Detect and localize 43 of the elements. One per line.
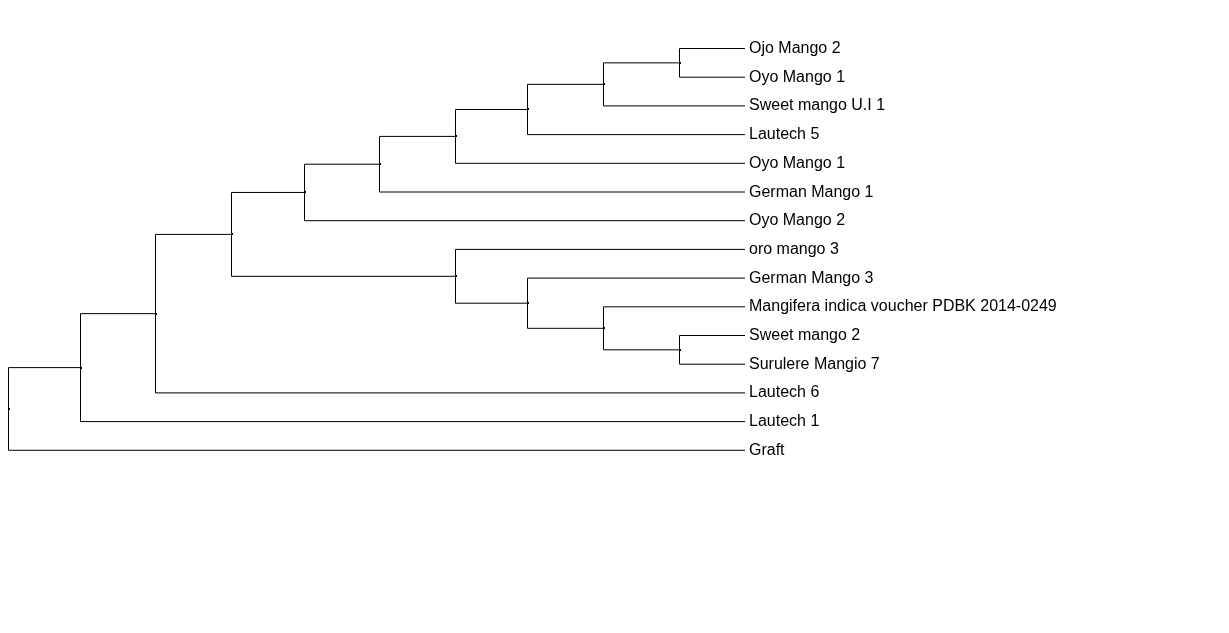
taxon-label: Lautech 1 — [749, 411, 820, 432]
tree-branch — [455, 135, 746, 164]
tree-branch — [455, 248, 746, 277]
tree-branch — [603, 306, 746, 329]
tree-branch — [231, 191, 305, 235]
tree-branch — [231, 233, 456, 277]
tree-branch — [8, 407, 746, 451]
tree-branch — [80, 366, 746, 423]
tree-branch — [155, 233, 232, 314]
taxon-label: German Mango 3 — [749, 267, 874, 288]
tree-branch — [603, 62, 680, 85]
taxon-label: Oyo Mango 1 — [749, 152, 846, 173]
tree-branch — [527, 302, 604, 329]
taxon-label: Oyo Mango 1 — [749, 66, 846, 87]
tree-branch — [8, 367, 81, 409]
taxon-label: Lautech 5 — [749, 124, 820, 145]
taxon-label: Ojo Mango 2 — [749, 38, 841, 58]
tree-branch — [527, 277, 746, 304]
tree-branch — [455, 275, 528, 304]
tree-branch — [155, 312, 746, 394]
tree-branch — [527, 108, 746, 136]
taxon-label: Lautech 6 — [749, 382, 820, 403]
tree-branch — [379, 135, 456, 165]
taxon-label: Sweet mango U.I 1 — [749, 95, 886, 116]
taxon-label: Graft — [749, 439, 785, 460]
tree-branch — [455, 109, 528, 137]
taxon-label: Oyo Mango 2 — [749, 210, 846, 231]
taxon-label: German Mango 1 — [749, 181, 874, 202]
tree-branch — [603, 327, 680, 351]
tree-branch — [679, 348, 746, 365]
tree-branch — [304, 163, 380, 193]
tree-branch — [679, 335, 746, 350]
taxon-label: Mangifera indica voucher PDBK 2014-0249 — [749, 296, 1057, 317]
tree-branch — [527, 83, 604, 110]
taxon-label: oro mango 3 — [749, 238, 839, 259]
tree-branch — [679, 61, 746, 78]
tree-branch — [679, 48, 746, 63]
taxon-label: Sweet mango 2 — [749, 325, 861, 345]
tree-branch — [603, 83, 746, 107]
taxon-label: Surulere Mangio 7 — [749, 353, 880, 374]
tree-branch — [80, 313, 156, 368]
tree-branch — [379, 163, 746, 193]
tree-branch — [304, 191, 746, 222]
